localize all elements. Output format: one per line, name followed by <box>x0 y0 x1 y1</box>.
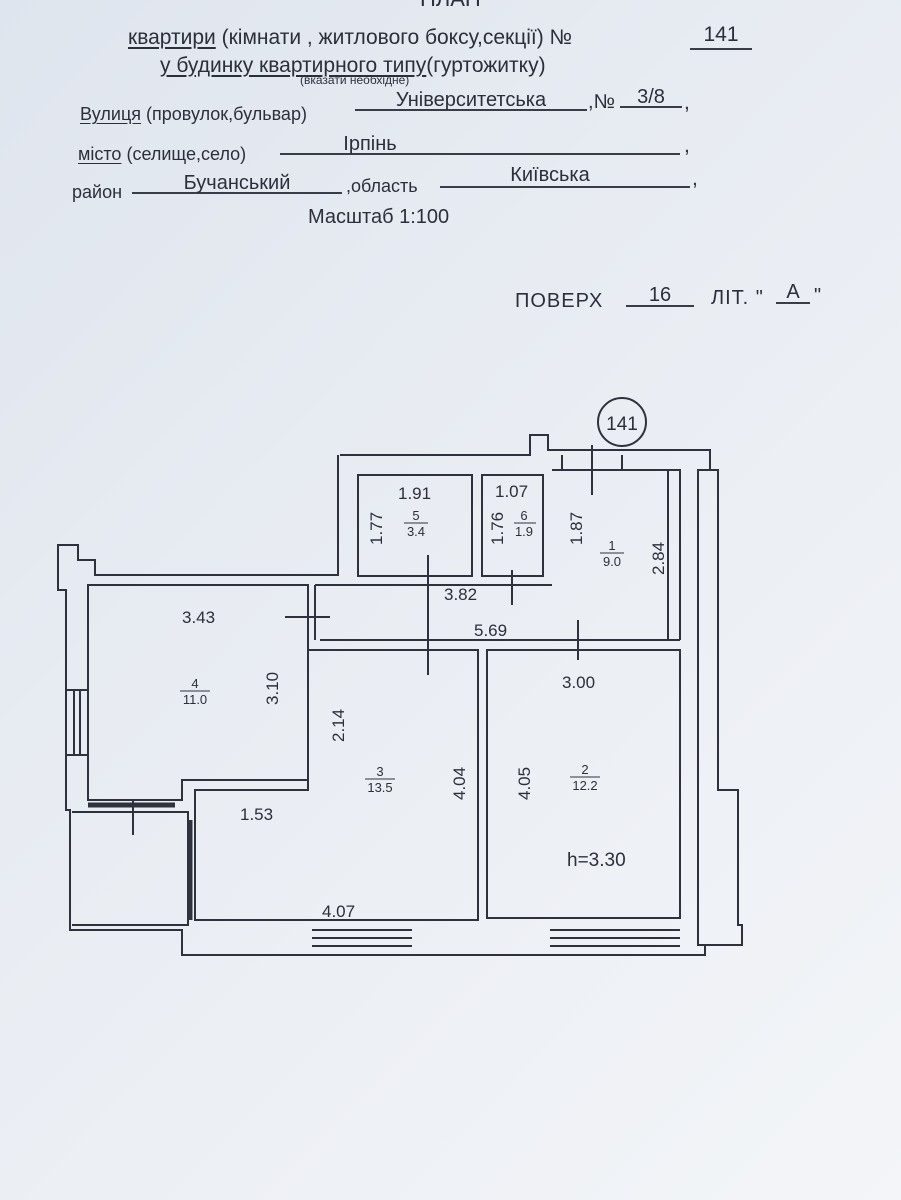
dim-r3-h2: 4.04 <box>450 767 469 800</box>
region-value: Київська <box>510 164 590 186</box>
dim-r6-w: 1.07 <box>495 482 528 501</box>
balcony-outline <box>72 811 189 926</box>
dim-balcony-w: 1.53 <box>240 805 273 824</box>
dim-r5-w: 1.91 <box>398 484 431 503</box>
apartment-no-line <box>690 48 752 50</box>
dim-corridor-1: 3.82 <box>444 585 477 604</box>
room-5-area: 3.4 <box>407 524 425 539</box>
window-left <box>66 689 88 756</box>
dim-r1-h: 1.87 <box>567 512 586 545</box>
lit-label: ЛІТ. " <box>711 287 764 309</box>
lit-line <box>776 302 810 304</box>
room-6-no: 6 <box>520 508 527 523</box>
room-1-area: 9.0 <box>603 554 621 569</box>
floor-line <box>626 305 694 307</box>
header-line-2: у будинку квартирного типу(гуртожитку) <box>160 55 546 76</box>
dim-r3-w: 4.07 <box>322 902 355 921</box>
scale: Масштаб 1:100 <box>308 206 450 228</box>
header-line-1-rest: (кімнати , житлового боксу,секції) № <box>221 26 573 49</box>
region-label: ,область <box>346 176 418 196</box>
dim-r4-w: 3.43 <box>182 608 215 627</box>
street-label-word: Вулиця <box>80 104 142 124</box>
room-5-no: 5 <box>412 508 419 523</box>
window-room-3 <box>312 929 412 947</box>
header-building-type: у будинку квартирного типу <box>160 54 427 77</box>
room-6-area: 1.9 <box>515 524 533 539</box>
dim-r2-h: 4.05 <box>515 767 534 800</box>
number-value: 3/8 <box>637 86 665 108</box>
city-comma: , <box>684 134 690 157</box>
room-4-area: 11.0 <box>183 692 207 707</box>
street-value: Університетська <box>395 89 547 111</box>
number-label: ,№ <box>588 91 616 113</box>
floor-label: ПОВЕРХ <box>515 290 604 312</box>
room-2-outline <box>486 649 681 919</box>
region-line <box>440 186 690 188</box>
region-comma: , <box>692 167 698 190</box>
room-3-outline <box>194 649 479 921</box>
dim-corridor-2: 5.69 <box>474 621 507 640</box>
dim-r1-h2: 2.84 <box>649 542 668 575</box>
city-label-word: місто <box>78 144 122 164</box>
height-note: h=3.30 <box>567 850 626 871</box>
street-label-rest: (провулок,бульвар) <box>146 104 307 124</box>
dim-r4-h: 3.10 <box>263 672 282 705</box>
dim-r5-h: 1.77 <box>367 512 386 545</box>
street-label: Вулиця (провулок,бульвар) <box>80 105 307 123</box>
header-line-2-rest: (гуртожитку) <box>426 54 546 77</box>
header-line-1: квартири (кімнати , житлового боксу,секц… <box>128 27 572 48</box>
room-1-no: 1 <box>608 538 615 553</box>
number-line <box>620 106 682 108</box>
dim-r6-h: 1.76 <box>488 512 507 545</box>
city-label: місто (селище,село) <box>78 145 246 163</box>
room-2-no: 2 <box>581 762 588 777</box>
header-note: (вказати необхідне) <box>300 73 410 87</box>
window-top <box>561 455 623 470</box>
room-3-area: 13.5 <box>367 780 392 795</box>
apartment-badge-label: 141 <box>606 414 638 435</box>
lit-close: " <box>814 285 822 307</box>
room-4-no: 4 <box>191 676 198 691</box>
district-label: район <box>72 182 123 202</box>
outer-wall-left <box>57 455 706 956</box>
city-label-rest: (селище,село) <box>126 144 247 164</box>
room-6-outline <box>481 474 544 577</box>
apartment-number: 141 <box>703 23 739 46</box>
city-value: Ірпінь <box>343 133 397 155</box>
district-value: Бучанський <box>183 172 291 194</box>
header-apartment-word: квартири <box>128 26 216 49</box>
floor-value: 16 <box>648 284 672 306</box>
street-line <box>355 109 587 111</box>
city-line <box>280 153 680 155</box>
window-room-2 <box>550 929 680 947</box>
outer-wall <box>340 434 743 946</box>
room-5-outline <box>357 474 473 577</box>
lit-value: А <box>786 281 800 303</box>
dim-r2-w: 3.00 <box>562 673 595 692</box>
room-2-area: 12.2 <box>572 778 597 793</box>
district-line <box>132 192 342 194</box>
room-3-no: 3 <box>376 764 383 779</box>
street-comma: , <box>684 91 690 114</box>
plan-title: ПЛАН <box>420 0 481 10</box>
apartment-badge <box>597 397 647 447</box>
dim-r3-h1: 2.14 <box>329 709 348 742</box>
